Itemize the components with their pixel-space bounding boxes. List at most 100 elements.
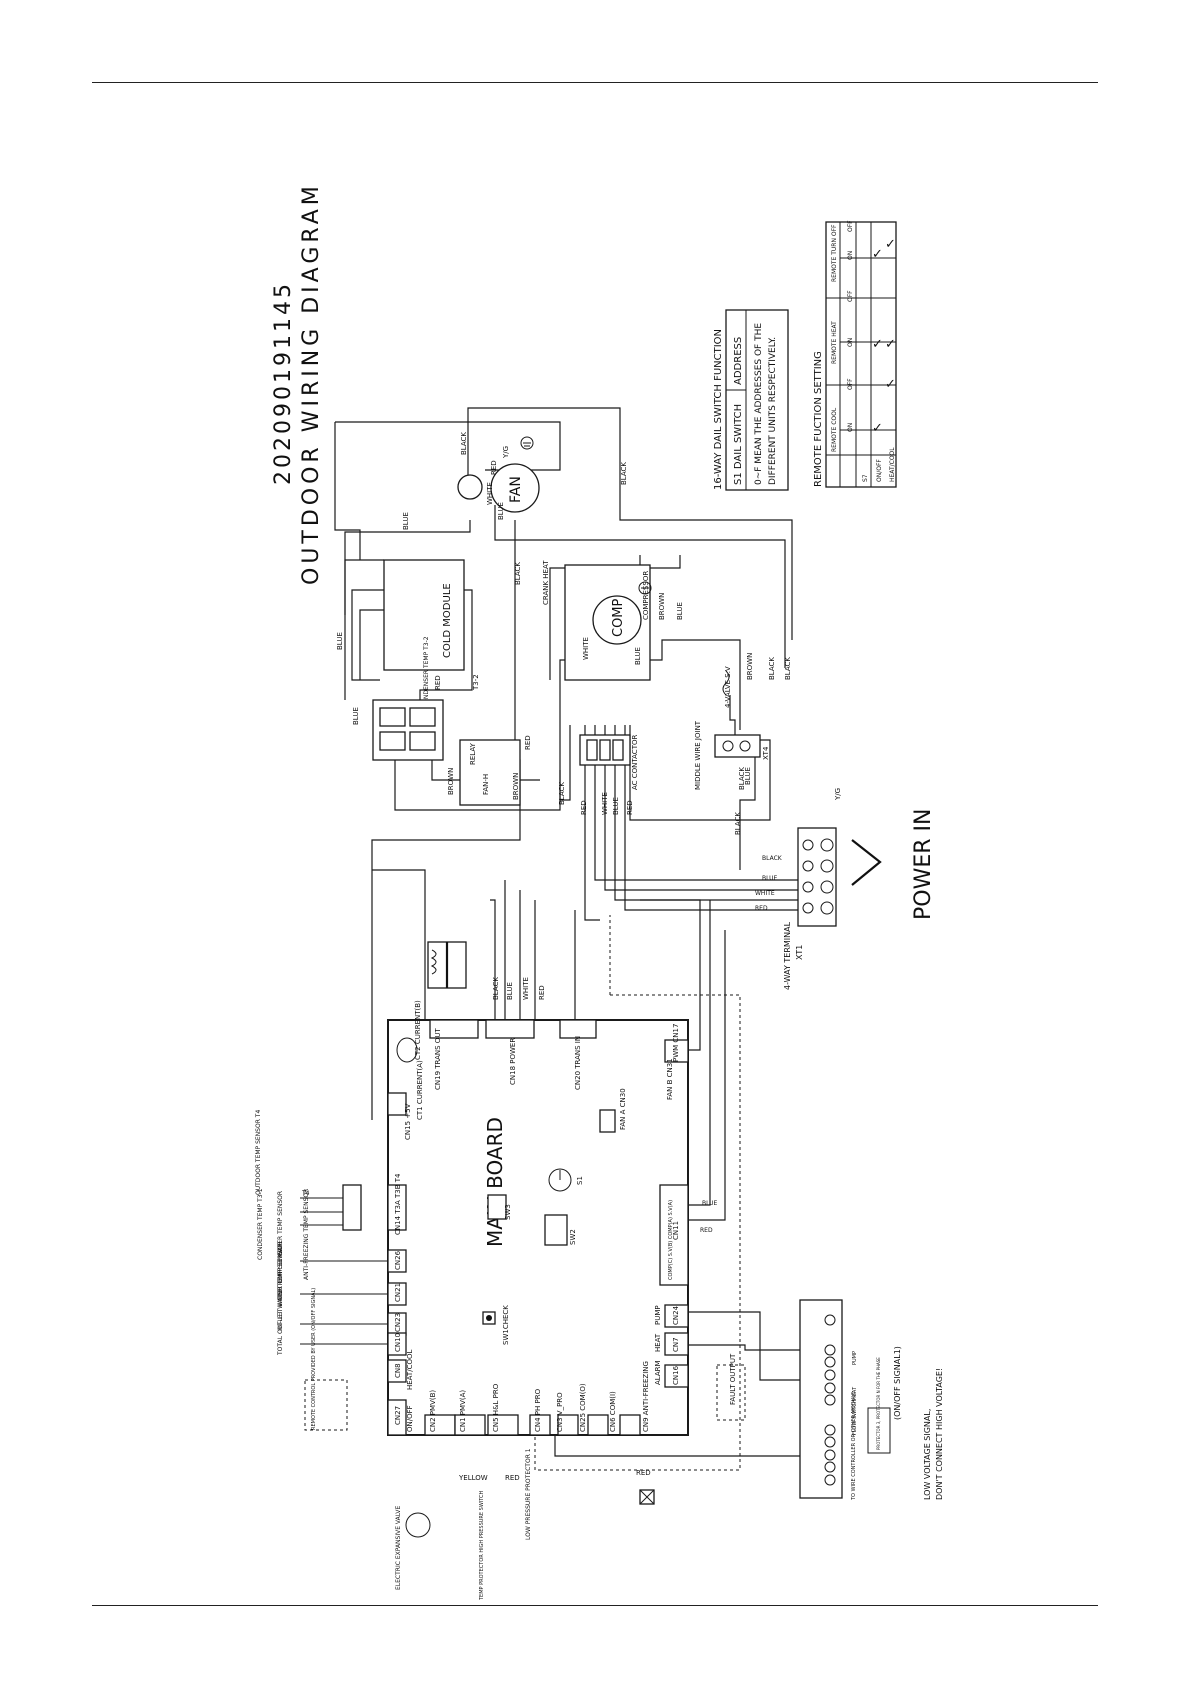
- cn14-label: CN14 T3A T3B T4: [394, 1173, 402, 1235]
- wire-controller-label: TO WIRE CONTROLLER OR OTHER MODULE: [851, 1392, 857, 1501]
- wire-red-8: RED: [700, 1227, 713, 1234]
- cn9-label: CN9 ANTI-FREEZING: [642, 1361, 650, 1432]
- compressor-label: COMPRESSOR: [642, 571, 650, 620]
- condenser-temp-label: CONDENSER TEMP T3-2: [423, 636, 430, 708]
- sw2-label: SW2: [569, 1229, 577, 1245]
- on-off-signal-label: (ON/OFF SIGNAL1): [893, 1346, 902, 1420]
- cn10-label: CN10: [394, 1333, 402, 1352]
- wire-labels: BLACK RED WHITE BLUE BLUE BLACK BLACK BL…: [301, 432, 792, 1482]
- terminal-label: 4-WAY TERMINAL: [783, 921, 792, 990]
- wire-black-9: BLACK: [762, 855, 783, 862]
- ground-icon: [520, 436, 534, 450]
- wire-blue-2: BLUE: [402, 512, 410, 530]
- fan-h-label: FAN-H: [482, 774, 490, 795]
- wire-white-3: WHITE: [582, 637, 590, 660]
- cn21-label: CN21: [394, 1283, 402, 1302]
- check-4: ✓: [885, 337, 896, 352]
- cn26-label: CN26: [394, 1250, 402, 1270]
- wire-black-7: BLACK: [738, 767, 746, 790]
- flow-switch-label: FLOW SWITCH: [852, 1399, 858, 1435]
- dial-switch-title: 16-WAY DAIL SWITCH FUNCTION: [713, 329, 724, 490]
- cn4-label: CN4 PH PRO: [534, 1388, 542, 1432]
- dial-switch-desc-1: 0~F MEAN THE ADDRESSES OF THE: [754, 323, 764, 485]
- wire-black-11: T4: [301, 1190, 310, 1197]
- cn24-label: CN24: [672, 1305, 680, 1325]
- cold-module-label: COLD MODULE: [442, 583, 453, 658]
- cool-off: OFF: [847, 378, 854, 390]
- cn2-label: CN2 PMV(B): [429, 1390, 437, 1432]
- compressor: COMP COMPRESSOR CRANK HEAT: [542, 560, 652, 681]
- remote-function-title: REMOTE FUCTION SETTING: [813, 351, 824, 487]
- cn15-label: CN15 +5V: [404, 1103, 412, 1140]
- heat-terminal-label: HEAT: [852, 1386, 858, 1400]
- xt1-label: XT1: [795, 945, 804, 960]
- wire-black-10: BLACK: [492, 977, 500, 1000]
- xt4-label: XT4: [762, 746, 770, 760]
- compressor-ground-icon: [638, 581, 652, 595]
- cn8-label: CN8: [394, 1363, 402, 1378]
- cn5-label: CN5 H&L PRO: [492, 1383, 500, 1432]
- wire-blue-5: BLUE: [612, 797, 620, 815]
- cn31-label: FAN B CN31: [666, 1058, 674, 1100]
- title-block: 202090191145 OUTDOOR WIRING DIAGRAM: [271, 182, 324, 585]
- wire-black-5: BLACK: [768, 657, 776, 680]
- check-6: ✓: [885, 237, 896, 252]
- pump-label: PUMP: [654, 1305, 662, 1325]
- relay-block: RELAY FAN-H: [372, 699, 521, 806]
- sw1check-label: SW1CHECK: [502, 1305, 510, 1345]
- heat-on: ON: [847, 338, 854, 347]
- ac-contactor: AC CONTACTOR: [579, 734, 639, 790]
- wire-yellow: YELLOW: [458, 1474, 488, 1482]
- wire-black-3: BLACK: [514, 562, 522, 585]
- check-2: ✓: [885, 377, 896, 392]
- ac-contactor-label: AC CONTACTOR: [631, 735, 639, 790]
- remote-cool-header: REMOTE COOL: [831, 407, 838, 452]
- wire-black-2: BLACK: [620, 462, 628, 485]
- comp-sv-label: COMP(C) S.V(B) COMP(A) S.V(A): [668, 1200, 674, 1280]
- eev-label: ELECTRIC EXPANSIVE VALVE: [395, 1505, 402, 1590]
- temp-protector-label: TEMP PROTECTOR HIGH PRESSURE SWITCH: [479, 1491, 485, 1601]
- sensors-left: OUTDOOR TEMP SENSOR T4 CONDENSER TEMP T3…: [255, 1110, 388, 1431]
- cn30-label: FAN A CN30: [619, 1088, 627, 1130]
- wire-brown-4: BROWN: [746, 653, 754, 680]
- anti-freezing-sensor: ANTI-FREEZING TEMP SENSOR: [303, 1189, 310, 1280]
- wire-black-8: BLACK: [734, 812, 742, 835]
- fan-label: FAN: [508, 476, 524, 503]
- wire-blue-4: BLUE: [352, 707, 360, 725]
- middle-joint-label: MIDDLE WIRE JOINT: [694, 720, 702, 790]
- sw3-label: SW3: [504, 1204, 512, 1220]
- wire-red-2: RED: [434, 675, 442, 690]
- cn6-label: CN6 COM(I): [609, 1391, 617, 1432]
- bottom-rule: [92, 1605, 1098, 1606]
- fault-output-label: FAULT OUTPUT: [729, 1353, 737, 1405]
- wire-blue-1: BLUE: [497, 502, 505, 520]
- wire-white-5: WHITE: [522, 977, 530, 1000]
- wire-red-10: RED: [636, 1469, 651, 1477]
- cn16-label: CN16: [672, 1365, 680, 1385]
- wire-red-5: RED: [626, 800, 634, 815]
- wire-red-3: RED: [524, 735, 532, 750]
- cn1-label: CN1 PMV(A): [459, 1390, 467, 1432]
- diagram-title: OUTDOOR WIRING DIAGRAM: [299, 182, 324, 585]
- heat-off: OFF: [847, 290, 854, 302]
- alarm-label: ALARM: [654, 1360, 662, 1385]
- wire-red-6: RED: [755, 905, 768, 912]
- dial-switch-table: 16-WAY DAIL SWITCH FUNCTION S1 DAIL SWIT…: [713, 309, 789, 491]
- wire-brown-3: BROWN: [658, 593, 666, 620]
- wire-red-4: RED: [580, 800, 588, 815]
- bottom-components: ELECTRIC EXPANSIVE VALVE TEMP PROTECTOR …: [395, 1353, 746, 1601]
- ct1-label: CT1 CURRENT(A): [416, 1060, 424, 1120]
- terminal-yg: Y/G: [834, 788, 842, 801]
- main-board: MAIN BOARD CN19 TRANS OUT CN: [387, 1000, 689, 1436]
- four-valve: 4-VALVE S.V: [722, 666, 732, 708]
- heatcool-label: HEAT/COOL: [406, 1350, 414, 1390]
- row-onoff: ON/OFF: [876, 459, 883, 482]
- crank-heat-label: CRANK HEAT: [542, 560, 550, 605]
- condenser-temp-sensor: CONDENSER TEMP T3-1: [257, 1188, 264, 1260]
- wire-blue-6: BLUE: [634, 647, 642, 665]
- fan-motor: FAN Y/G: [457, 436, 540, 513]
- dial-switch-header-right: ADDRESS: [733, 337, 744, 385]
- cold-module: COLD MODULE CONDENSER TEMP T3-2 T3-2: [383, 559, 480, 708]
- wire-red-1: RED: [490, 460, 498, 475]
- relay-label: RELAY: [469, 742, 477, 765]
